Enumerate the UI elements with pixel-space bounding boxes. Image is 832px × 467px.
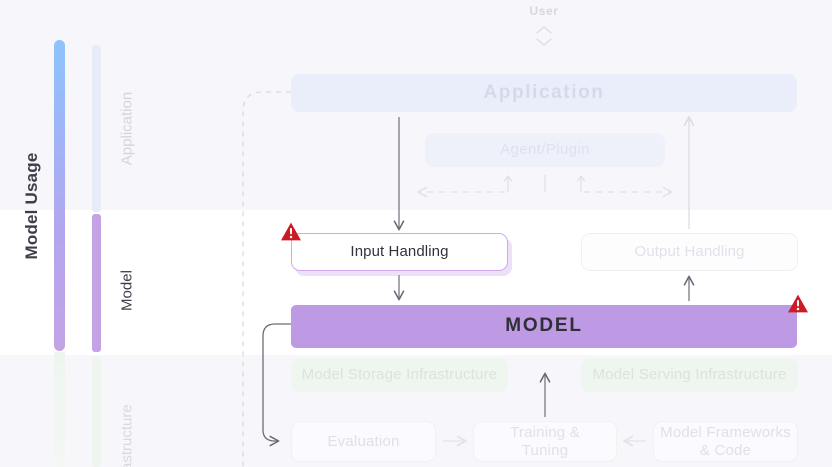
model-usage-gradient-bar <box>54 40 65 351</box>
lane-label-application: Application <box>118 91 136 166</box>
node-agent-plugin[interactable]: Agent/Plugin <box>425 133 665 167</box>
node-model-frameworks-line2: & Code <box>699 441 752 459</box>
node-evaluation[interactable]: Evaluation <box>291 421 436 462</box>
node-output-handling[interactable]: Output Handling <box>581 233 798 271</box>
user-label: User <box>529 4 559 18</box>
lane-bar-application <box>92 45 101 212</box>
node-training-tuning-line2: Tuning <box>521 441 569 459</box>
chevron-up-down-icon <box>532 24 556 48</box>
node-training-tuning-line1: Training & <box>510 423 580 441</box>
node-training-tuning[interactable]: Training & Tuning <box>473 421 617 462</box>
node-input-handling[interactable]: Input Handling <box>291 233 508 271</box>
warning-triangle-icon[interactable] <box>787 293 809 315</box>
lane-bar-model <box>92 214 101 352</box>
warning-triangle-icon[interactable] <box>280 221 302 243</box>
node-model-frameworks-line1: Model Frameworks <box>660 423 791 441</box>
node-model[interactable]: MODEL <box>291 305 797 348</box>
axis-title: Model Usage <box>22 152 41 260</box>
node-model-serving-infrastructure[interactable]: Model Serving Infrastructure <box>581 358 798 392</box>
lane-bar-infrastructure <box>92 357 101 467</box>
lane-label-infrastructure: Infrastructure <box>118 404 136 467</box>
node-model-frameworks-code[interactable]: Model Frameworks & Code <box>653 421 798 462</box>
node-application[interactable]: Application <box>291 74 797 112</box>
model-usage-gradient-bar-tail <box>54 352 65 467</box>
node-model-storage-infrastructure[interactable]: Model Storage Infrastructure <box>291 358 508 392</box>
lane-label-model: Model <box>118 270 136 311</box>
